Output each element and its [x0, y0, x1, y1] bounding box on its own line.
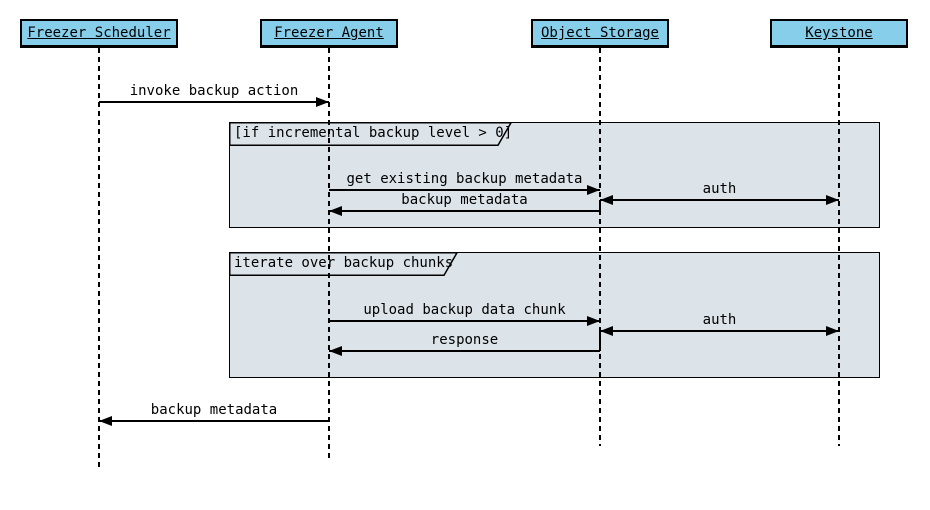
frame-label-tab-shape	[228, 121, 512, 146]
actor-freezer-agent: Freezer Agent	[260, 19, 398, 48]
message-line	[329, 350, 600, 352]
message-line	[99, 420, 329, 422]
message-backup-metadata-return: backup metadata	[329, 191, 600, 216]
message-label: upload backup data chunk	[363, 302, 566, 318]
arrowhead-right-icon	[587, 184, 600, 195]
frame-iterate-chunks	[228, 251, 880, 378]
message-label: get existing backup metadata	[346, 171, 583, 187]
message-backup-metadata-final: backup metadata	[99, 401, 329, 426]
message-invoke-backup-action: invoke backup action	[99, 82, 329, 107]
message-get-existing-backup-metadata: get existing backup metadata	[329, 170, 600, 195]
actor-label: Keystone	[805, 25, 873, 41]
message-label: auth	[702, 181, 737, 197]
message-upload-backup-data-chunk: upload backup data chunk	[329, 301, 600, 326]
message-auth-2: auth	[600, 311, 839, 336]
message-line	[99, 101, 329, 103]
message-line	[329, 320, 600, 322]
arrowhead-right-icon	[826, 194, 839, 205]
message-label: response	[430, 332, 499, 348]
message-label: auth	[702, 312, 737, 328]
arrowhead-left-icon	[600, 194, 613, 205]
arrowhead-right-icon	[826, 325, 839, 336]
return-connector	[599, 199, 601, 211]
actor-keystone: Keystone	[770, 19, 908, 48]
arrowhead-right-icon	[587, 315, 600, 326]
message-response: response	[329, 331, 600, 356]
lifeline-object-storage	[599, 48, 601, 446]
message-line	[600, 199, 839, 201]
actor-label: Freezer Agent	[274, 25, 384, 41]
message-label: backup metadata	[401, 192, 528, 208]
message-line	[600, 330, 839, 332]
arrowhead-left-icon	[99, 415, 112, 426]
frame-label-tab-shape	[228, 251, 458, 276]
message-label: backup metadata	[150, 402, 278, 418]
lifeline-freezer-scheduler	[98, 48, 100, 468]
message-label: invoke backup action	[129, 83, 299, 99]
message-line	[329, 189, 600, 191]
actor-label: Object Storage	[540, 25, 659, 41]
lifeline-keystone	[838, 48, 840, 446]
arrowhead-left-icon	[329, 205, 342, 216]
lifeline-freezer-agent	[328, 48, 330, 462]
arrowhead-left-icon	[329, 345, 342, 356]
frame-label: iterate over backup chunks	[234, 255, 454, 271]
message-auth-1: auth	[600, 180, 839, 205]
actor-object-storage: Object Storage	[531, 19, 669, 48]
frame-label: [if incremental backup level > 0]	[234, 125, 513, 141]
arrowhead-left-icon	[600, 325, 613, 336]
actor-label: Freezer Scheduler	[27, 25, 171, 41]
return-connector	[599, 330, 601, 351]
message-line	[329, 210, 600, 212]
arrowhead-right-icon	[316, 96, 329, 107]
actor-freezer-scheduler: Freezer Scheduler	[20, 19, 178, 48]
